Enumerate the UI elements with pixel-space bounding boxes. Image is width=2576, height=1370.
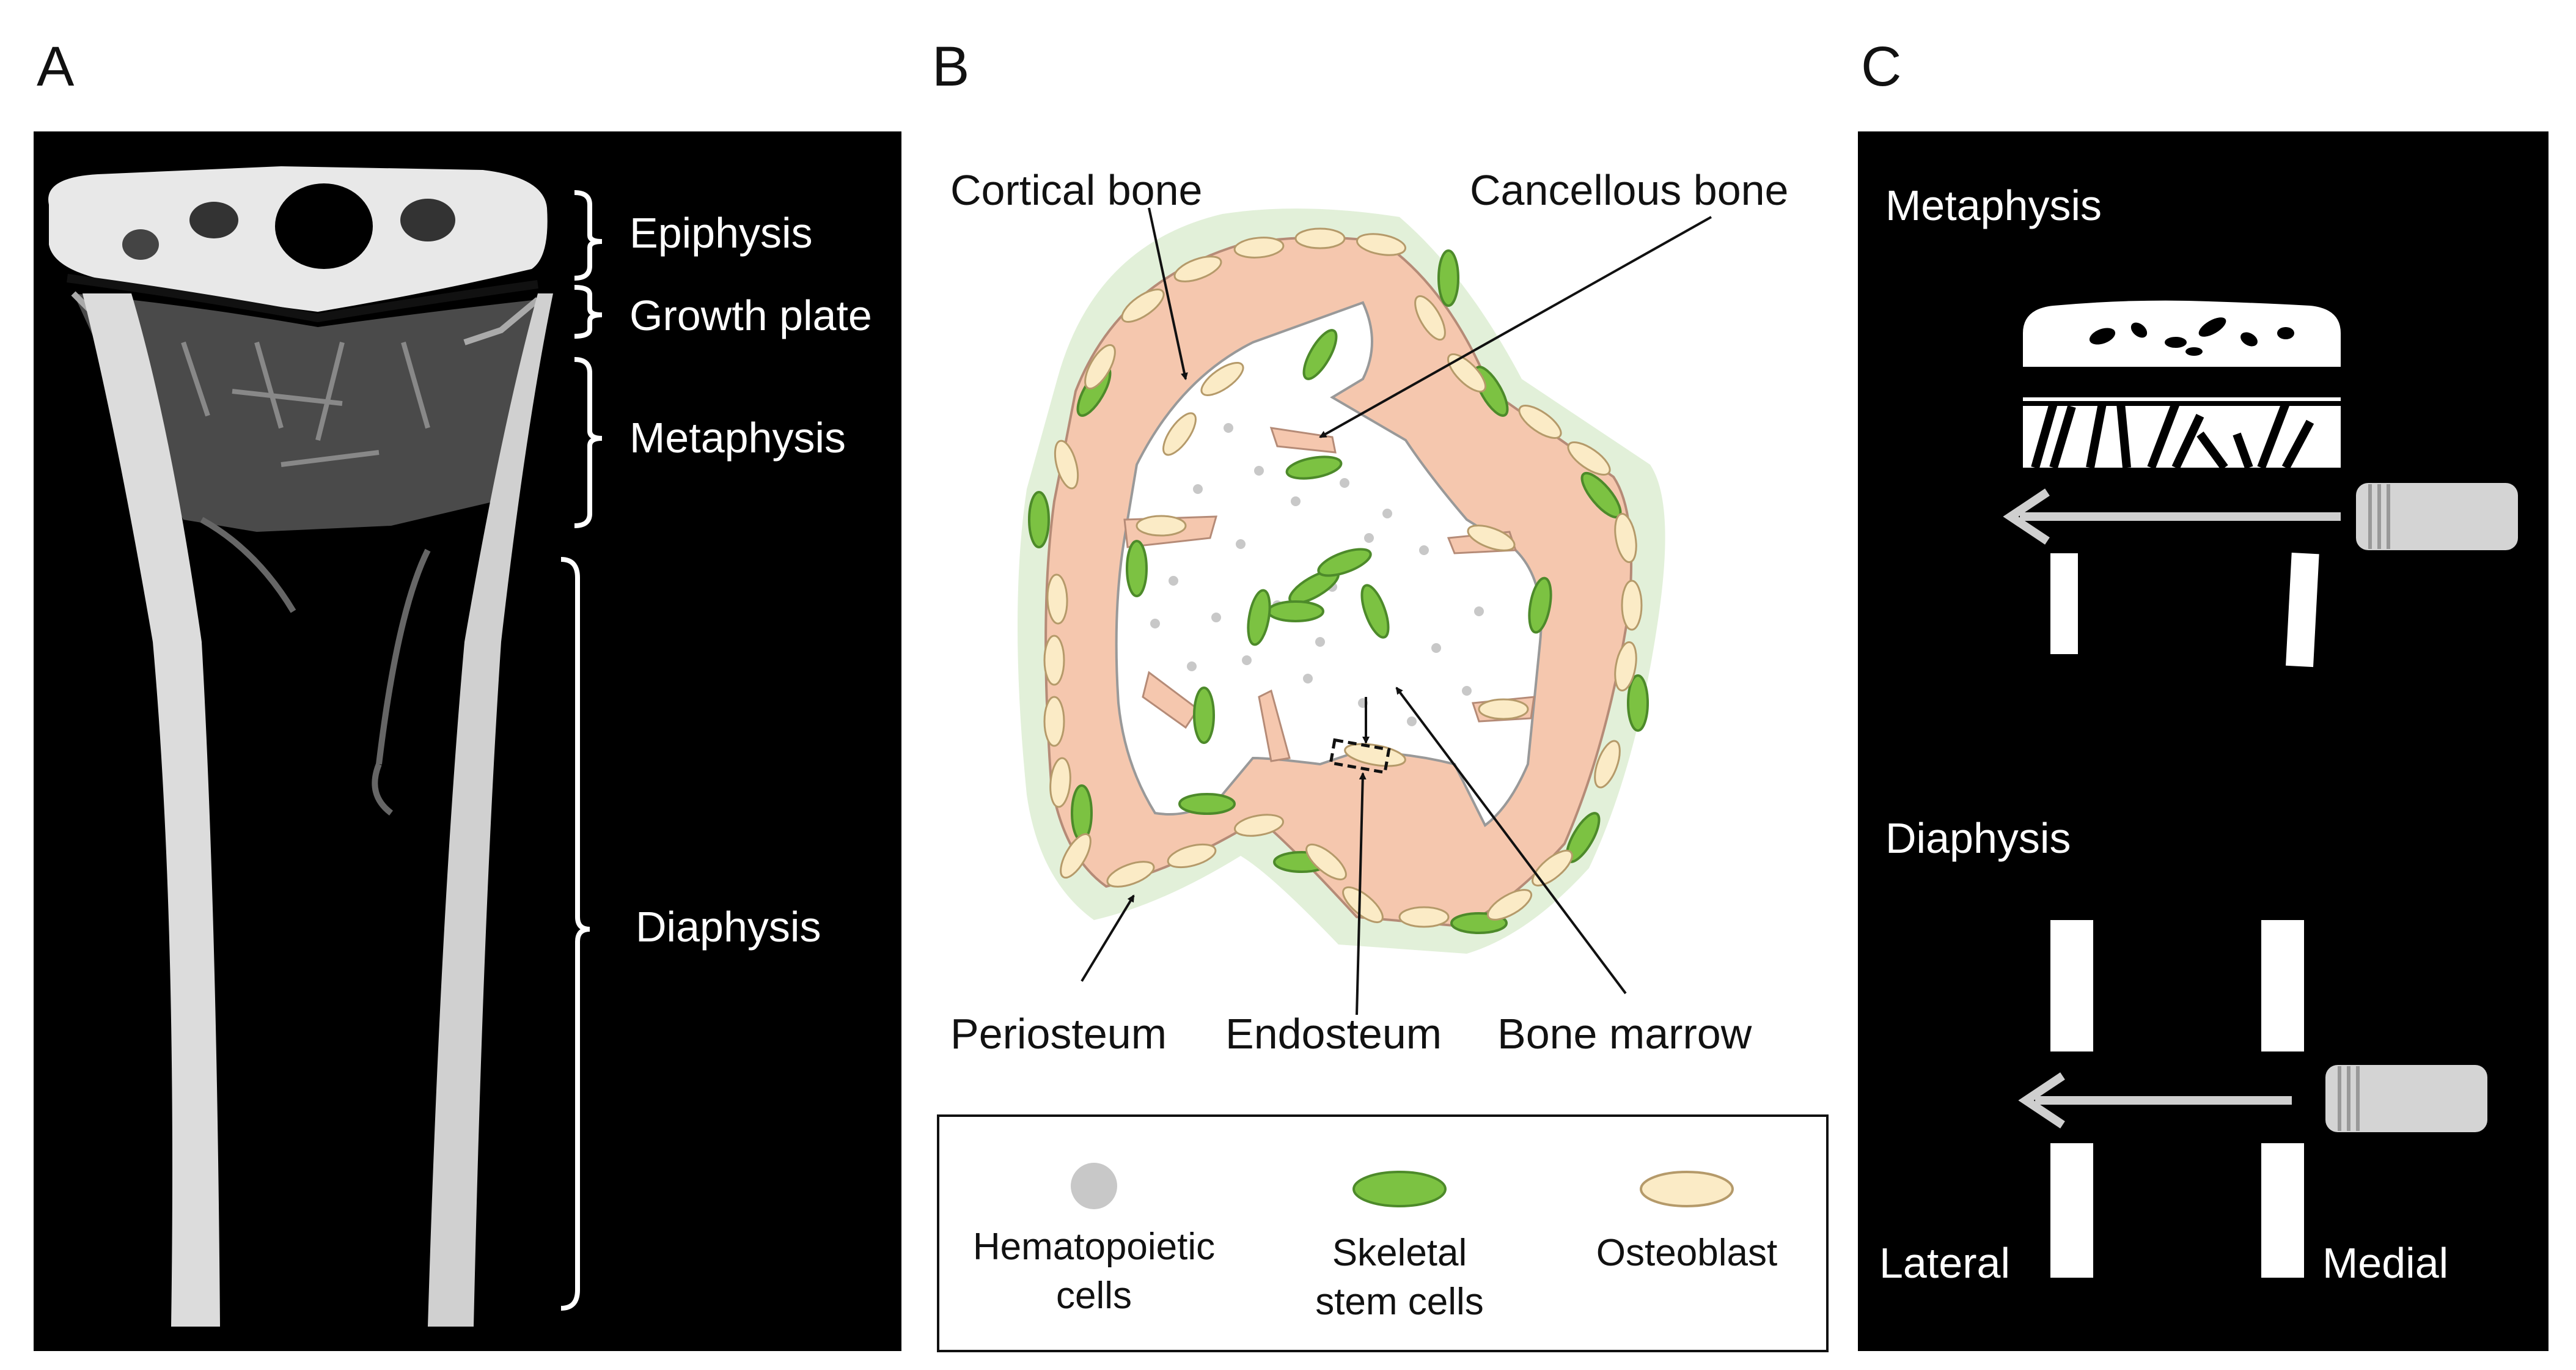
panel-c-letter: C: [1861, 35, 1901, 98]
tibia-bone-drawing: [48, 166, 553, 1327]
label-cancellous-bone: Cancellous bone: [1470, 166, 1788, 214]
label-endosteum: Endosteum: [1225, 1010, 1442, 1058]
label-lateral: Lateral: [1879, 1239, 2010, 1287]
label-growth-plate: Growth plate: [629, 292, 872, 339]
panel-a-letter: A: [37, 35, 75, 98]
diaphysis-scan-arrow-head: [2018, 1072, 2065, 1129]
brace-metaphysis: [574, 357, 603, 528]
diaphysis-probe-icon: [2325, 1065, 2487, 1132]
diaphysis-schematic: [2050, 920, 2304, 1278]
label-bone-marrow: Bone marrow: [1497, 1010, 1752, 1058]
legend-osteoblast-swatch: [1640, 1171, 1734, 1207]
label-cortical-bone: Cortical bone: [950, 166, 1202, 214]
panel-b-letter: B: [932, 35, 969, 98]
label-medial: Medial: [2322, 1239, 2448, 1287]
label-epiphysis: Epiphysis: [629, 209, 813, 257]
metaphysis-schematic: [2023, 300, 2341, 668]
brace-epiphysis: [574, 190, 603, 281]
label-diaphysis: Diaphysis: [636, 903, 821, 951]
legend-hematopoietic-swatch: [1071, 1163, 1117, 1209]
endosteum-highlight-box: [1329, 738, 1391, 775]
legend-hematopoietic-line1: Hematopoietic: [973, 1226, 1215, 1268]
brace-growth-plate: [574, 285, 603, 339]
legend-skeletal-swatch: [1352, 1171, 1447, 1207]
legend-skeletal-line2: stem cells: [1315, 1281, 1484, 1323]
label-metaphysis: Metaphysis: [629, 414, 846, 462]
leader-arrows: [1081, 207, 1712, 1015]
legend-hematopoietic-line2: cells: [1056, 1275, 1132, 1317]
osteoblast-cells: [1043, 227, 1643, 928]
metaphysis-scan-arrow-head: [2003, 488, 2050, 545]
legend-osteoblast-label: Osteoblast: [1596, 1232, 1777, 1274]
label-c-metaphysis: Metaphysis: [1885, 182, 2102, 229]
brace-diaphysis: [560, 557, 590, 1311]
bone-cross-section: [1018, 208, 1665, 954]
legend-box: [937, 1114, 1829, 1352]
label-c-diaphysis: Diaphysis: [1885, 814, 2071, 862]
metaphysis-probe-icon: [2356, 483, 2518, 550]
legend-skeletal-line1: Skeletal: [1332, 1232, 1467, 1274]
label-periosteum: Periosteum: [950, 1010, 1167, 1058]
skeletal-stem-cells: [1028, 249, 1649, 934]
